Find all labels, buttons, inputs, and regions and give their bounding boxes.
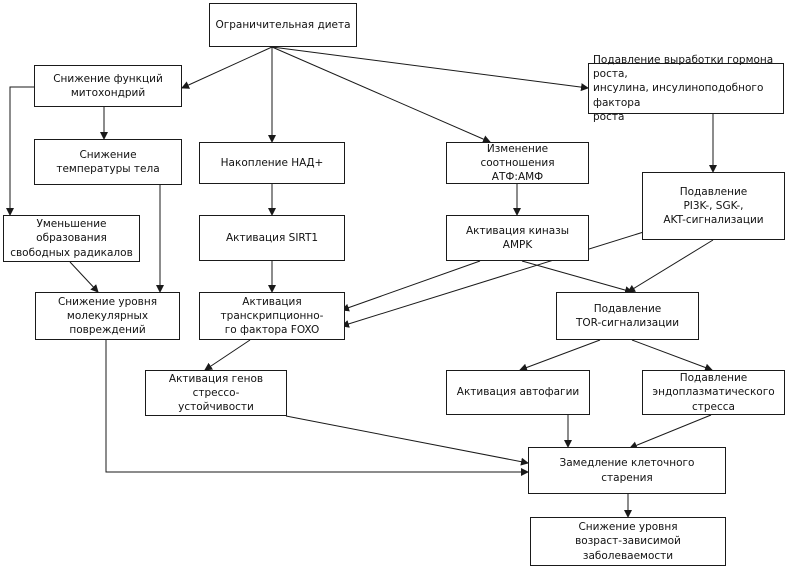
node-free-radicals-reduction: Уменьшение образования свободных радикал… [3,215,140,262]
arrow-diet-to-mito [181,46,273,89]
node-sirt1-activation: Активация SIRT1 [199,215,345,261]
arrow-tor-to-er [631,339,713,372]
arrow-pi3k-to-tor [627,239,714,293]
arrow-er-to-aging [629,414,712,450]
arrow-ampk-to-tor [521,260,633,294]
arrow-mito-to-radicals [6,86,34,216]
arrow-diet-to-atp [271,46,491,143]
node-foxo-activation: Активация транскрипционно- го фактора FO… [199,292,345,340]
node-er-stress-suppression: Подавление эндоплазматического стресса [642,370,785,415]
node-growth-hormone-suppression: Подавление выработки гормона роста, инсу… [588,54,784,123]
arrow-radicals-to-molecular [69,261,99,293]
node-ampk-activation: Активация киназы AMPK [446,215,589,261]
node-restrictive-diet: Ограничительная диета [209,3,357,47]
arrow-molecular-to-aging [105,340,529,476]
node-age-related-morbidity-reduction: Снижение уровня возраст-зависимой заболе… [530,517,726,566]
node-molecular-damage-reduction: Снижение уровня молекулярных повреждений [35,292,180,340]
node-tor-suppression: Подавление TOR-сигнализации [556,292,699,340]
arrow-diet-to-gh [271,46,589,92]
node-mitochondria-decline: Снижение функций митохондрий [34,65,182,107]
arrow-tor-to-autophagy [519,339,601,372]
node-pi3k-sgk-akt-suppression: Подавление PI3K-, SGK-, AKT-сигнализации [642,172,785,240]
node-atp-amp-ratio-change: Изменение соотношения АТФ:АМФ [446,142,589,184]
node-autophagy-activation: Активация автофагии [446,370,590,415]
arrow-foxo-to-stress [204,339,251,371]
node-body-temperature-decline: Снижение температуры тела [34,139,182,185]
arrow-pi3k-to-foxo [341,229,651,328]
node-stress-genes-activation: Активация генов стрессо- устойчивости [145,370,287,416]
node-nad-accumulation: Накопление НАД+ [199,142,345,184]
arrow-stress-to-aging [285,415,529,466]
node-cellular-aging-slowdown: Замедление клеточного старения [528,447,726,494]
arrow-ampk-to-foxo [341,260,481,312]
